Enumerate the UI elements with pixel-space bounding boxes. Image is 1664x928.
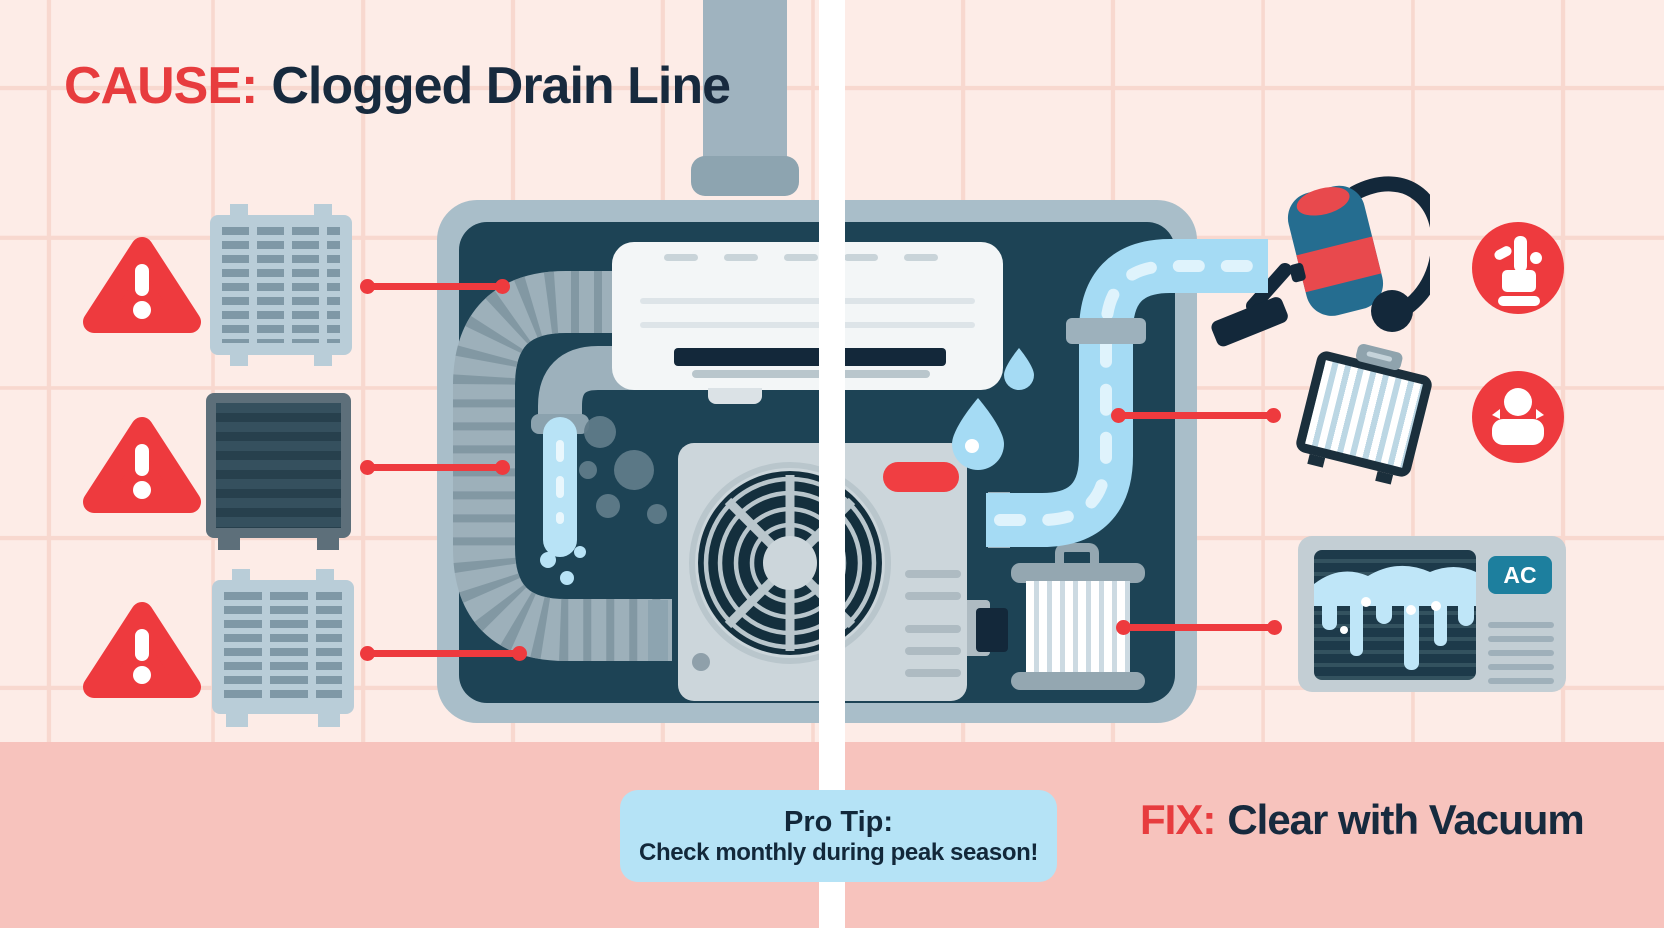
callout-dot <box>495 460 510 475</box>
callout-line <box>1111 408 1281 423</box>
ac-vent-dash <box>724 254 758 261</box>
callout-dot <box>512 646 527 661</box>
condenser-reset-button <box>883 462 959 492</box>
water-droplets-icon <box>952 348 1034 470</box>
filter-foot <box>218 538 240 550</box>
air-filter-grid-icon <box>210 204 352 366</box>
ac-louver <box>692 370 930 378</box>
condenser-vent <box>905 625 961 633</box>
filter-slats-rows <box>224 592 342 702</box>
condensate-pipe <box>538 346 676 420</box>
filter-grid-slats <box>222 227 340 343</box>
drain-pipe-art <box>952 239 1268 548</box>
callout-dot <box>1267 620 1282 635</box>
filter-tab <box>230 204 248 216</box>
frozen-ac-unit-icon: AC <box>1298 536 1566 692</box>
filter-dark-slats <box>216 403 341 528</box>
filter-tab <box>314 204 332 216</box>
pro-tip-heading: Pro Tip: <box>783 805 894 838</box>
clean-filter-pleats <box>1305 360 1423 468</box>
filter-tab <box>230 354 248 366</box>
cause-text: Clogged Drain Line <box>271 57 731 115</box>
air-filter-slats-icon <box>212 569 354 727</box>
condenser-vent <box>905 592 961 600</box>
condenser-vent <box>905 647 961 655</box>
dirty-air-filter-icon <box>206 393 351 550</box>
fix-label: FIX: <box>1140 796 1216 843</box>
cause-label: CAUSE: <box>64 57 258 115</box>
frozen-ac-vent <box>1488 650 1554 656</box>
filter-foot <box>317 538 339 550</box>
ac-groove <box>640 322 975 328</box>
condenser-vent <box>905 669 961 677</box>
callout-dot <box>360 460 375 475</box>
frozen-ac-vent <box>1488 678 1554 684</box>
frozen-ac-vent <box>1488 622 1554 628</box>
frozen-ac-vent <box>1488 636 1554 642</box>
pipe-flange <box>691 156 799 196</box>
pro-tip-text: Check monthly during peak season! <box>639 838 1038 866</box>
maintenance-person-icon <box>1492 388 1544 445</box>
ac-vent-dash <box>784 254 818 261</box>
callout-line <box>360 460 510 475</box>
filter-canister-icon <box>1026 581 1130 674</box>
ac-vent-dash <box>904 254 938 261</box>
ac-vent-dash <box>844 254 878 261</box>
warning-triangle-icon <box>83 602 201 698</box>
warning-triangle-icon <box>83 417 201 513</box>
ac-vent-dash <box>664 254 698 261</box>
drain-pipe <box>986 239 1268 547</box>
callout-dot <box>360 646 375 661</box>
callout-dot <box>360 279 375 294</box>
before-after-divider <box>819 0 845 928</box>
callout-line <box>360 646 527 661</box>
condenser-screw <box>692 653 710 671</box>
maintenance-badge <box>1472 371 1564 463</box>
callout-dot <box>1111 408 1126 423</box>
filter-tab <box>232 569 250 581</box>
cleaning-tool-icon <box>1494 236 1542 306</box>
ac-groove <box>640 298 975 304</box>
filter-canister-base <box>1011 672 1145 690</box>
fix-title: FIX:Clear with Vacuum <box>1140 796 1585 844</box>
ice-overlay <box>1314 565 1476 670</box>
condenser-side-port <box>976 608 1008 652</box>
filter-foot <box>318 714 340 727</box>
frozen-coil-grille <box>1314 550 1476 680</box>
pipe-coupling <box>1066 318 1146 344</box>
callout-dot <box>1116 620 1131 635</box>
ac-air-outlet <box>674 348 946 366</box>
cleaning-tool-badge <box>1472 222 1564 314</box>
callout-dot <box>495 279 510 294</box>
callout-line <box>360 279 510 294</box>
filter-canister-cap <box>1011 563 1145 583</box>
filter-canister-handle <box>1055 543 1099 567</box>
ac-foot <box>708 388 762 404</box>
indoor-ac-unit <box>612 242 1003 404</box>
vertical-pipe <box>703 0 787 182</box>
filter-tab <box>314 354 332 366</box>
vacuum-cleaner-icon <box>1211 176 1430 347</box>
mold-spots <box>579 416 667 524</box>
frozen-ac-vent <box>1488 664 1554 670</box>
warning-triangle-icon <box>83 237 201 333</box>
filter-tab <box>316 569 334 581</box>
callout-line <box>1116 620 1282 635</box>
condenser-vent <box>905 570 961 578</box>
ac-badge: AC <box>1488 556 1552 594</box>
pro-tip-box: Pro Tip: Check monthly during peak seaso… <box>620 790 1057 882</box>
page-title: CAUSE:Clogged Drain Line <box>64 56 731 116</box>
filter-foot <box>226 714 248 727</box>
callout-dot <box>1266 408 1281 423</box>
fix-text: Clear with Vacuum <box>1227 796 1584 843</box>
